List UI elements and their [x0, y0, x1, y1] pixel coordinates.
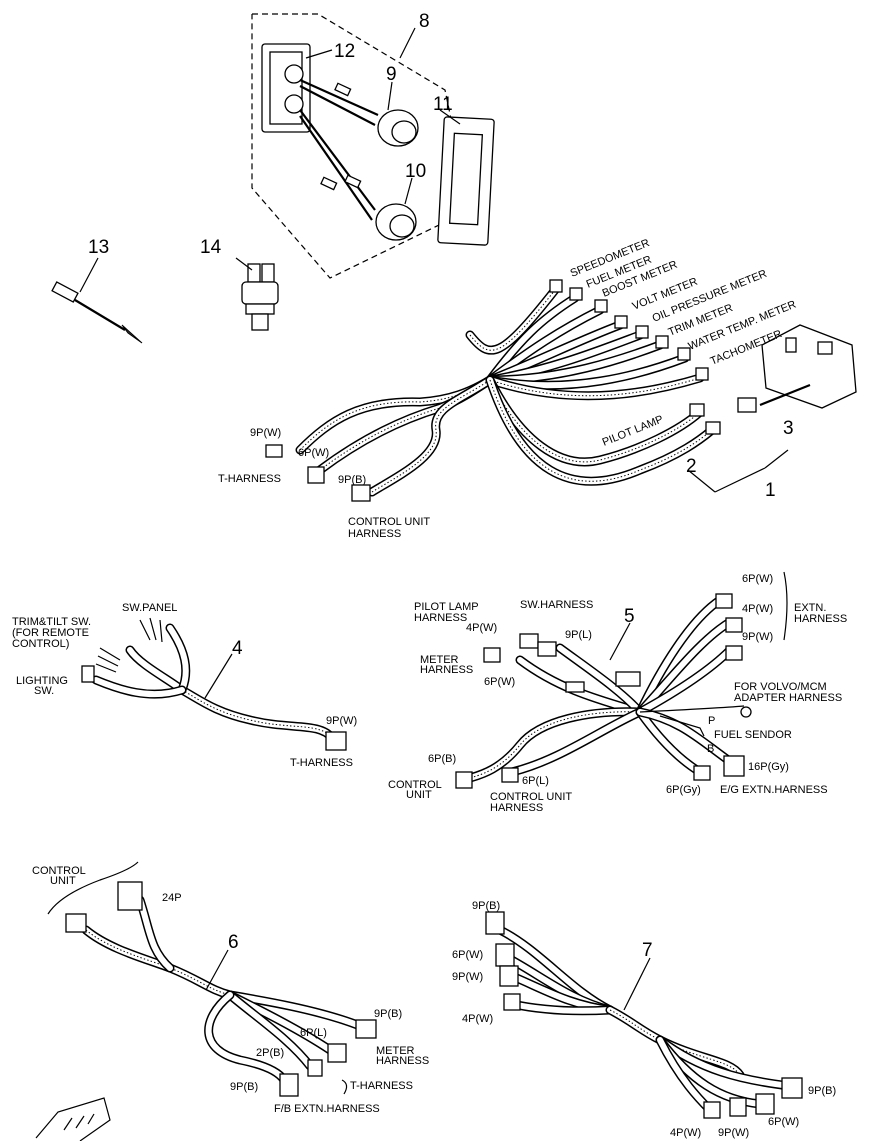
sensor-13 — [51, 257, 143, 344]
label-trim-tilt-2: (FOR REMOTE — [12, 627, 89, 639]
label-extn-9pw: 9P(W) — [742, 631, 773, 643]
meter-labels: SPEEDOMETER FUEL METER BOOST METER VOLT … — [569, 237, 798, 449]
label-extn-6pw: 6P(W) — [742, 573, 773, 585]
label-h5-6pb: 6P(B) — [428, 753, 456, 765]
front-arrow-icon — [35, 1097, 111, 1141]
label-h7-4pw: 4P(W) — [462, 1013, 493, 1025]
switch-panel-kit — [251, 13, 495, 279]
label-h7-6pw-r: 6P(W) — [768, 1116, 799, 1128]
label-h5-4pw: 4P(W) — [466, 622, 497, 634]
callout-5: 5 — [624, 606, 635, 627]
label-6pw: 6P(W) — [298, 447, 329, 459]
label-h6-9pb-bot: 9P(B) — [230, 1081, 258, 1093]
label-b: B — [707, 743, 714, 755]
label-h7-4pw-r: 4P(W) — [670, 1127, 701, 1139]
label-h5-6pw: 6P(W) — [484, 676, 515, 688]
label-h7-9pb-r: 9P(B) — [808, 1085, 836, 1097]
callout-8: 8 — [419, 11, 430, 32]
callout-1: 1 — [765, 480, 776, 501]
callout-13: 13 — [88, 237, 109, 258]
label-h4-t-harness: T-HARNESS — [290, 757, 353, 769]
label-extn-harness-1: EXTN. — [794, 602, 826, 614]
callout-7: 7 — [642, 940, 653, 961]
label-meter-harness-2: HARNESS — [420, 664, 473, 676]
label-sw-panel: SW.PANEL — [122, 602, 177, 614]
callout-2: 2 — [686, 456, 697, 477]
callout-3: 3 — [783, 418, 794, 439]
label-control-unit-2: UNIT — [406, 789, 432, 801]
label-fuel-sendor: FUEL SENDOR — [714, 729, 792, 741]
callout-11: 11 — [433, 94, 453, 115]
label-cu-harness-2: HARNESS — [490, 802, 543, 814]
harness-7 — [485, 911, 803, 1119]
label-h6-9pb: 9P(B) — [374, 1008, 402, 1020]
label-lighting-1: LIGHTING — [16, 675, 68, 687]
label-cu-harness-1: CONTROL UNIT — [490, 791, 572, 803]
label-lighting-2: SW. — [34, 685, 54, 697]
label-extn-harness-2: HARNESS — [794, 613, 847, 625]
label-24p: 24P — [162, 892, 182, 904]
label-t-harness: T-HARNESS — [218, 473, 281, 485]
callout-14: 14 — [200, 237, 222, 258]
callout-4: 4 — [232, 638, 243, 659]
label-volvo-1: FOR VOLVO/MCM — [734, 681, 827, 693]
label-control-unit-1: CONTROL — [388, 779, 442, 791]
label-9pb: 9P(B) — [338, 474, 366, 486]
label-h6-2pb: 2P(B) — [256, 1047, 284, 1059]
label-h6-control-1: CONTROL — [32, 865, 86, 877]
label-h5-9pl: 9P(L) — [565, 629, 592, 641]
label-h5-6pl: 6P(L) — [522, 775, 549, 787]
harness-4 — [81, 617, 347, 751]
label-fb-extn: F/B EXTN.HARNESS — [274, 1103, 380, 1115]
label-extn-4pw: 4P(W) — [742, 603, 773, 615]
harness-6 — [47, 861, 377, 1097]
label-h6-control-2: UNIT — [50, 875, 76, 887]
sender-14 — [235, 257, 279, 331]
label-6pgy: 6P(Gy) — [666, 784, 701, 796]
label-volvo-2: ADAPTER HARNESS — [734, 692, 842, 704]
label-control-unit-harness-1: CONTROL UNIT — [348, 516, 430, 528]
callout-12: 12 — [334, 41, 355, 62]
label-trim-tilt-3: CONTROL) — [12, 638, 69, 650]
callout-9: 9 — [386, 64, 397, 85]
label-eg-extn: E/G EXTN.HARNESS — [720, 784, 828, 796]
label-p: P — [708, 715, 715, 727]
label-h4-9pw: 9P(W) — [326, 715, 357, 727]
label-h7-9pw: 9P(W) — [452, 971, 483, 983]
label-h6-meter-1: METER — [376, 1045, 415, 1057]
label-pilot-lamp-harness-2: HARNESS — [414, 612, 467, 624]
label-h7-9pw-r: 9P(W) — [718, 1127, 749, 1139]
label-meter-harness-1: METER — [420, 654, 459, 666]
label-sw-harness: SW.HARNESS — [520, 599, 593, 611]
label-h6-6pl: 6P(L) — [300, 1027, 327, 1039]
label-control-unit-harness-2: HARNESS — [348, 528, 401, 540]
label-h6-t-harness: T-HARNESS — [350, 1080, 413, 1092]
harness-5 — [455, 571, 788, 789]
label-h7-6pw: 6P(W) — [452, 949, 483, 961]
label-h6-meter-2: HARNESS — [376, 1055, 429, 1067]
callout-6: 6 — [228, 932, 239, 953]
label-h7-9pb: 9P(B) — [472, 900, 500, 912]
callout-10: 10 — [405, 161, 426, 182]
label-pilot-lamp-harness-1: PILOT LAMP — [414, 601, 479, 613]
main-harness — [265, 279, 857, 502]
label-16pgy: 16P(Gy) — [748, 761, 789, 773]
label-9pw: 9P(W) — [250, 427, 281, 439]
label-trim-tilt-1: TRIM&TILT SW. — [12, 616, 91, 628]
